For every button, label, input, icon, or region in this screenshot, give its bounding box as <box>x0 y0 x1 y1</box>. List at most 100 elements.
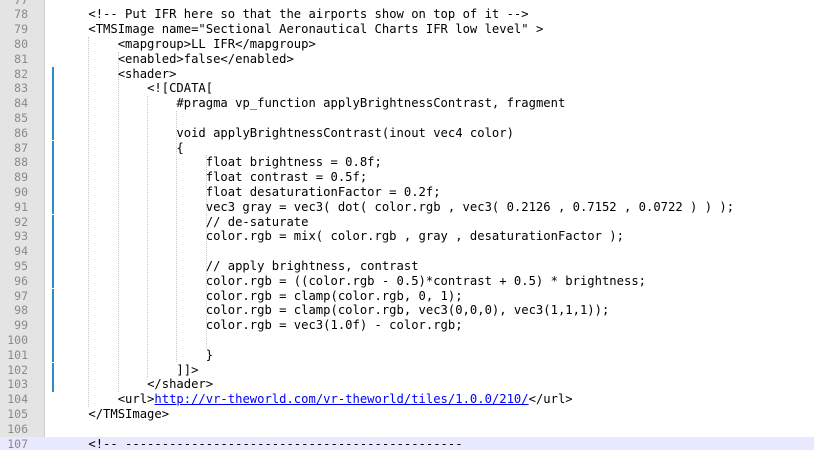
change-marker <box>52 199 54 215</box>
indent-guide <box>176 110 178 363</box>
line-number: 103 <box>7 377 28 392</box>
code-content: <shader> <box>117 66 177 81</box>
code-line[interactable]: 97 color.rgb = clamp(color.rgb, 0, 1); <box>0 288 814 304</box>
indentation <box>59 274 206 288</box>
code-text: <mapgroup>LL IFR</mapgroup> <box>59 37 316 52</box>
code-content: <!-- Put IFR here so that the airports s… <box>88 7 529 22</box>
code-line[interactable]: 101 } <box>0 347 814 363</box>
code-line[interactable]: 105 </TMSImage> <box>0 407 814 422</box>
indentation <box>59 22 88 36</box>
code-line[interactable]: 93 color.rgb = mix( color.rgb , gray , d… <box>0 229 814 245</box>
line-number: 83 <box>14 81 28 96</box>
line-number: 98 <box>14 303 28 318</box>
code-line[interactable]: 79 <TMSImage name="Sectional Aeronautica… <box>0 22 814 37</box>
change-marker <box>52 184 54 200</box>
indent-guide <box>117 51 119 393</box>
code-line[interactable]: 81 <enabled>false</enabled> <box>0 52 814 67</box>
code-line[interactable]: 80 <mapgroup>LL IFR</mapgroup> <box>0 37 814 52</box>
code-content: </shader> <box>147 377 214 392</box>
indentation <box>59 303 206 317</box>
change-marker <box>52 140 54 156</box>
code-line[interactable]: 102 ]]> <box>0 362 814 378</box>
code-content: color.rgb = ((color.rgb - 0.5)*contrast … <box>205 273 646 288</box>
code-line[interactable]: 94 <box>0 244 814 259</box>
change-marker <box>52 332 54 348</box>
indentation <box>59 215 206 229</box>
change-marker <box>52 288 54 304</box>
code-line[interactable]: 84 #pragma vp_function applyBrightnessCo… <box>0 96 814 111</box>
code-content: color.rgb = clamp(color.rgb, 0, 1); <box>205 288 463 303</box>
indentation <box>59 377 147 391</box>
code-text: </TMSImage> <box>59 407 169 422</box>
change-marker <box>52 170 54 185</box>
change-marker <box>52 273 54 289</box>
change-marker <box>52 229 54 245</box>
fold-margin[interactable] <box>45 0 57 450</box>
change-marker <box>52 110 54 126</box>
indentation <box>59 318 206 332</box>
code-text: <url>http://vr-theworld.com/vr-theworld/… <box>59 392 573 407</box>
code-text: color.rgb = vec3(1.0f) - color.rgb; <box>59 318 463 333</box>
code-line[interactable]: 96 color.rgb = ((color.rgb - 0.5)*contra… <box>0 273 814 289</box>
code-line[interactable]: 90 float desaturationFactor = 0.2f; <box>0 184 814 200</box>
code-line[interactable]: 100 <box>0 332 814 348</box>
code-content: float desaturationFactor = 0.2f; <box>205 184 441 199</box>
code-line[interactable]: 77 <box>0 0 814 7</box>
line-number: 96 <box>14 273 28 288</box>
code-line[interactable]: 82 <shader> <box>0 66 814 82</box>
code-text: vec3 gray = vec3( dot( color.rgb , vec3(… <box>59 200 734 215</box>
code-text: <enabled>false</enabled> <box>59 52 294 67</box>
indentation <box>59 348 206 362</box>
code-text: </shader> <box>59 377 213 392</box>
current-code-line[interactable]: 107 <!-- -------------------------------… <box>0 436 814 450</box>
code-text: { <box>59 140 184 156</box>
code-line[interactable]: 85 <box>0 110 814 126</box>
code-content: // de-saturate <box>205 214 309 229</box>
code-content: <![CDATA[ <box>147 81 214 96</box>
indent-guide <box>88 36 90 407</box>
line-number: 102 <box>7 362 28 377</box>
code-content: float brightness = 0.8f; <box>205 155 382 170</box>
code-line[interactable]: 106 <box>0 422 814 437</box>
code-text: color.rgb = clamp(color.rgb, 0, 1); <box>59 289 463 304</box>
code-content: color.rgb = vec3(1.0f) - color.rgb; <box>205 318 463 333</box>
indentation <box>59 81 147 95</box>
change-marker <box>52 362 54 378</box>
change-marker <box>52 377 54 393</box>
code-content: // apply brightness, contrast <box>205 258 419 273</box>
code-line[interactable]: 86 void applyBrightnessContrast(inout ve… <box>0 125 814 141</box>
code-line[interactable]: 98 color.rgb = clamp(color.rgb, vec3(0,0… <box>0 303 814 319</box>
url-link[interactable]: http://vr-theworld.com/vr-theworld/tiles… <box>154 392 529 407</box>
code-content: <mapgroup>LL IFR</mapgroup> <box>117 36 316 51</box>
change-marker <box>52 318 54 333</box>
line-number: 82 <box>14 66 28 81</box>
code-line[interactable]: 103 </shader> <box>0 377 814 393</box>
code-line[interactable]: 95 // apply brightness, contrast <box>0 258 814 274</box>
change-marker <box>52 347 54 363</box>
line-number: 86 <box>14 125 28 140</box>
code-content: </TMSImage> <box>88 406 170 421</box>
code-text: // de-saturate <box>59 214 309 230</box>
code-line[interactable]: 88 float brightness = 0.8f; <box>0 155 814 171</box>
change-marker <box>52 258 54 274</box>
code-line[interactable]: 104 <url>http://vr-theworld.com/vr-thewo… <box>0 392 814 407</box>
code-line[interactable]: 89 float contrast = 0.5f; <box>0 170 814 185</box>
code-content: #pragma vp_function applyBrightnessContr… <box>176 96 566 111</box>
code-line[interactable]: 87 { <box>0 140 814 156</box>
code-content: vec3 gray = vec3( dot( color.rgb , vec3(… <box>205 199 735 214</box>
line-number: 80 <box>14 36 28 51</box>
code-text: color.rgb = clamp(color.rgb, vec3(0,0,0)… <box>59 303 610 318</box>
code-line[interactable]: 99 color.rgb = vec3(1.0f) - color.rgb; <box>0 318 814 333</box>
indentation <box>59 407 88 421</box>
code-line[interactable]: 83 <![CDATA[ <box>0 81 814 97</box>
code-text: float contrast = 0.5f; <box>59 170 367 185</box>
indentation <box>59 7 88 21</box>
code-line[interactable]: 91 vec3 gray = vec3( dot( color.rgb , ve… <box>0 199 814 215</box>
code-content: { <box>176 140 184 155</box>
code-line[interactable]: 92 // de-saturate <box>0 214 814 230</box>
code-line[interactable]: 78 <!-- Put IFR here so that the airport… <box>0 7 814 22</box>
change-marker <box>52 244 54 259</box>
line-number: 94 <box>14 244 28 259</box>
